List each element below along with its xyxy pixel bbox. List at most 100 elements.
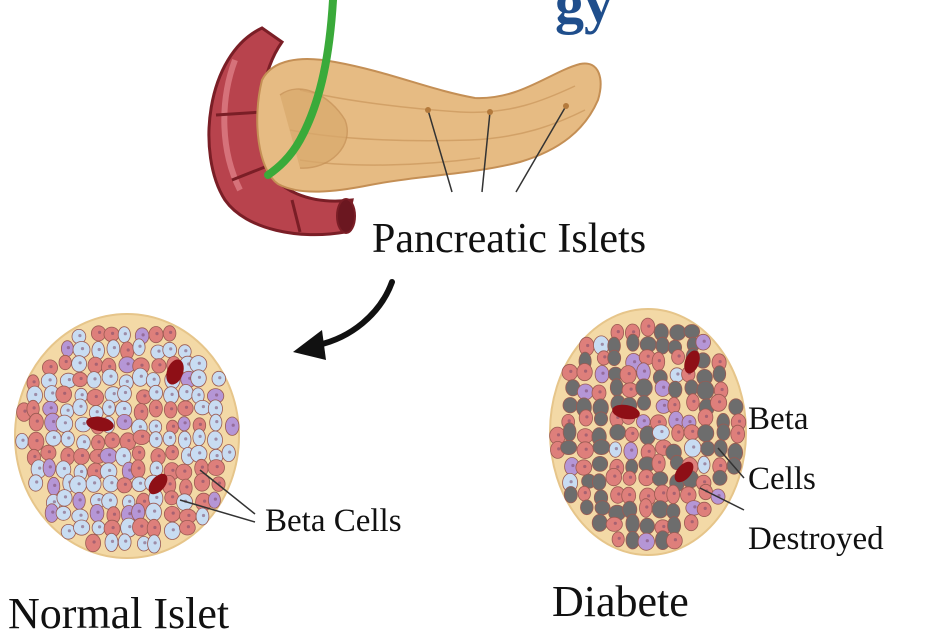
cell-nucleus [95,469,98,472]
cell-nucleus [51,510,54,513]
cell-nucleus [214,438,217,441]
diabete-label: Diabete [552,580,689,624]
cell-nucleus [603,355,606,358]
cell-nucleus [53,500,56,503]
cell-nucleus [109,499,112,502]
cell [669,381,682,398]
cell-nucleus [598,390,601,393]
cell-nucleus [678,354,681,357]
cell-nucleus [78,482,81,485]
cell [627,334,639,351]
cell-nucleus [215,420,218,423]
cell-nucleus [187,514,190,517]
cell-nucleus [67,454,70,457]
cell-nucleus [203,500,206,503]
cell [714,440,727,457]
zoom-arrow [293,282,392,360]
cell-nucleus [586,344,589,347]
cell-nucleus [68,378,71,381]
cell-nucleus [93,377,96,380]
cell-nucleus [705,415,708,418]
cell-nucleus [108,469,111,472]
cell-nucleus [113,513,116,516]
cell [592,474,606,490]
cell-nucleus [124,540,127,543]
cell-nucleus [643,419,646,422]
cell-nucleus [630,449,633,452]
cell-nucleus [199,423,202,426]
cell-nucleus [140,375,143,378]
cell-nucleus [172,425,175,428]
cell-nucleus [719,360,722,363]
cell [636,379,653,397]
cell-nucleus [719,464,722,467]
cell-nucleus [645,505,648,508]
cell-nucleus [93,540,96,543]
cell-nucleus [613,475,616,478]
cell [640,518,655,534]
cell-nucleus [215,393,218,396]
cell-nucleus [198,376,201,379]
cell-nucleus [557,447,560,450]
cell-nucleus [81,454,84,457]
cell-nucleus [629,476,632,479]
cell-nucleus [139,482,142,485]
cell-nucleus [216,454,219,457]
cell-nucleus [49,465,52,468]
cell-nucleus [183,470,186,473]
cell [564,487,577,503]
cell-nucleus [111,540,114,543]
cell-nucleus [197,393,200,396]
cell-nucleus [628,493,631,496]
cell-nucleus [79,514,82,517]
cell-nucleus [141,435,144,438]
cell-nucleus [113,346,116,349]
cell-nucleus [124,483,127,486]
cell-nucleus [569,370,572,373]
cell [626,514,639,533]
cell-nucleus [96,410,99,413]
cell-nucleus [198,362,201,365]
cell [701,441,715,456]
cell-nucleus [53,484,56,487]
cell-nucleus [139,425,142,428]
cell-nucleus [676,372,679,375]
cell-nucleus [48,450,51,453]
cell [717,424,730,440]
cell-nucleus [185,406,188,409]
cell [713,366,726,382]
cell-nucleus [202,514,205,517]
cell-nucleus [153,378,156,381]
cell-nucleus [153,510,156,513]
cell-nucleus [50,406,53,409]
cell-nucleus [585,389,588,392]
cell-nucleus [198,451,201,454]
cell-nucleus [692,400,695,403]
cell-nucleus [127,348,130,351]
cell-nucleus [127,362,130,365]
cell-nucleus [677,430,680,433]
cell-nucleus [693,505,696,508]
cell-nucleus [184,421,187,424]
cell-nucleus [53,436,56,439]
cell-nucleus [157,350,160,353]
cell-nucleus [33,380,36,383]
beta-cells-label: Beta Cells [265,505,402,538]
cell-nucleus [228,451,231,454]
cell [608,350,621,365]
cell-nucleus [171,393,174,396]
cell-nucleus [155,332,158,335]
cell [593,440,610,455]
cell-nucleus [113,392,116,395]
cell-nucleus [737,432,740,435]
cell-nucleus [124,419,127,422]
cell-nucleus [128,500,131,503]
cell-nucleus [571,464,574,467]
cell-nucleus [172,528,175,531]
cell [610,424,626,440]
cell-nucleus [187,525,190,528]
cell-nucleus [34,393,37,396]
cell-nucleus [143,394,146,397]
cell-nucleus [35,439,38,442]
cell-nucleus [158,363,161,366]
